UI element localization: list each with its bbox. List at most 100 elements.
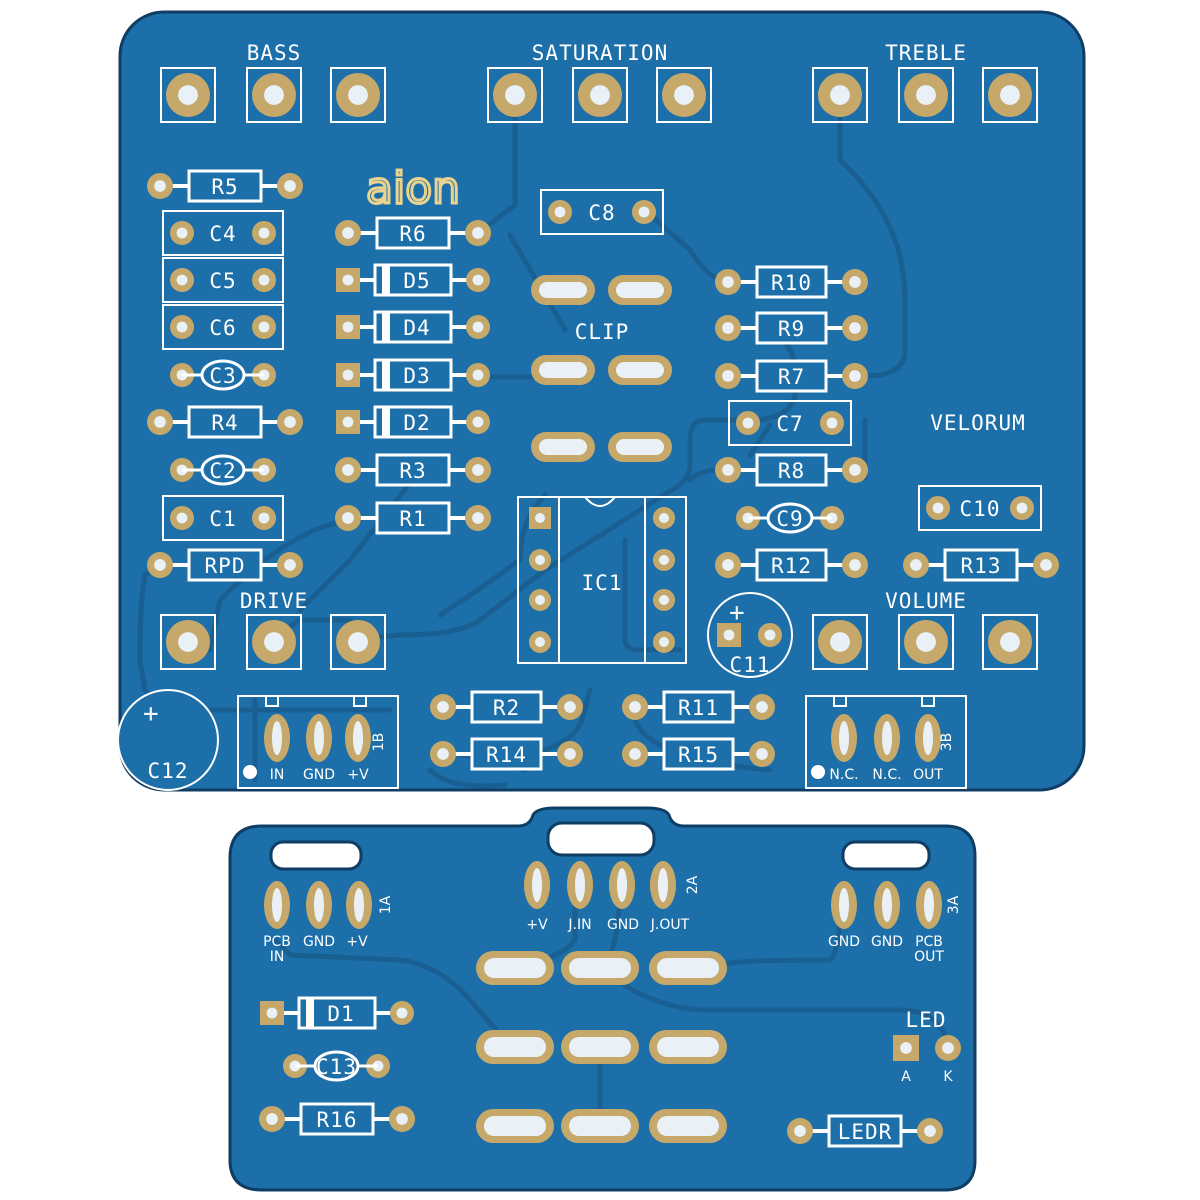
resistor-r16-label: R16 (317, 1108, 358, 1132)
capacitor-c10-pad-b-hole (1016, 502, 1028, 514)
header-1b: 1B IN GND +V (237, 695, 399, 789)
capacitor-c5-pad-a-hole (176, 274, 188, 286)
ic1-pin-hole (659, 595, 669, 605)
bass-pot-label: BASS (247, 41, 302, 65)
switch-pad-hole (484, 1037, 546, 1057)
header-pin (874, 714, 900, 762)
header-1a-pin-v: +V (346, 934, 368, 950)
capacitor-c6-pad-a-hole (176, 321, 188, 333)
resistor-r3-label: R3 (399, 459, 426, 483)
header-3a-pin (831, 881, 857, 929)
capacitor-c6: C6 (162, 304, 284, 350)
switch-pad-hole (484, 1116, 546, 1136)
diode-d4: D4 (336, 310, 490, 344)
header-1a-pin1-line2: IN (270, 949, 285, 965)
capacitor-c6-pad-a (170, 315, 194, 339)
saturation-pot-label: SATURATION (532, 41, 668, 65)
header-3a-pin-hole (839, 888, 849, 922)
pot-pad (572, 67, 628, 123)
clip-pad (531, 432, 595, 462)
ic1-pin-hole (535, 555, 545, 565)
capacitor-c1-outline (162, 495, 284, 541)
resistor-r14-pad-a-hole (437, 748, 449, 760)
header-1a-pin (264, 881, 290, 929)
diode-d4-pad-a (336, 315, 360, 339)
diode-d3-band (382, 360, 390, 390)
diode-d3-label: D3 (403, 364, 430, 388)
resistor-r3-pad-b-hole (472, 464, 484, 476)
daughter-board: 1A PCB IN GND +V 2A +V J.IN GND J.OUT 3A… (228, 806, 977, 1192)
c11-pad-positive-hole (723, 629, 735, 641)
capacitor-c1-pad-b (252, 506, 276, 530)
header-3a-pin (874, 881, 900, 929)
capacitor-c13-body (313, 1050, 360, 1082)
ic1-pin (653, 631, 675, 653)
pot-pad-ring-hole (590, 85, 610, 105)
led-label: LED (906, 1008, 947, 1032)
diode-d1-band (306, 998, 314, 1028)
resistor-r12-pad-b-hole (849, 559, 861, 571)
diode-d4-label: D4 (403, 316, 430, 340)
resistor-r5-pad-a-hole (154, 180, 166, 192)
resistor-r16-pad-b (389, 1106, 415, 1132)
resistor-r7-pad-b (842, 363, 868, 389)
main-board-outline (118, 10, 1086, 792)
resistor-r4-pad-a-hole (154, 416, 166, 428)
capacitor-c4-outline (162, 210, 284, 256)
resistor-r9-pad-a-hole (722, 322, 734, 334)
capacitor-c8: C8 (540, 189, 664, 235)
resistor-r8-pad-b-hole (849, 464, 861, 476)
header-3a: 3A GND GND PCB OUT (828, 895, 962, 965)
resistor-r7: R7 (715, 359, 868, 393)
header-pin (264, 714, 290, 762)
header-2a-id: 2A (685, 875, 701, 894)
resistor-r7-pad-b-hole (849, 370, 861, 382)
pot-pad-ring (904, 620, 948, 664)
pot-pad-ring-hole (505, 85, 525, 105)
ic1-pin-hole (535, 637, 545, 647)
capacitor-c10-label: C10 (960, 497, 1001, 521)
main-components: R5C4C5C6C3R4C2C1RPDR6D5D4D3D2R3R1C8R10R9… (140, 169, 1059, 771)
pot-pad-ring (493, 73, 537, 117)
pot-pad-ring (988, 73, 1032, 117)
header-pin-hole (314, 721, 324, 755)
resistor-r1-pad-b-hole (472, 512, 484, 524)
resistor-r2-pad-a-hole (437, 701, 449, 713)
resistor-r12: R12 (715, 548, 868, 582)
diode-d1-pad-b-hole (396, 1007, 408, 1019)
resistor-r10: R10 (715, 265, 868, 299)
header-1a-pin1-line1: PCB (263, 934, 291, 950)
capacitor-c1-pad-a (170, 506, 194, 530)
pot-pad (330, 614, 386, 670)
capacitor-c4-pad-b-hole (258, 227, 270, 239)
header-1a-pin-hole (314, 888, 324, 922)
capacitor-c4-pad-a (170, 221, 194, 245)
pot-pad-outline (982, 614, 1038, 670)
capacitor-c4: C4 (162, 210, 284, 256)
ic1-label: IC1 (582, 571, 623, 595)
ic1-pin-hole (659, 555, 669, 565)
c11-pad-positive (717, 623, 741, 647)
capacitor-c10-pad-a (926, 496, 950, 520)
header-pin (915, 714, 941, 762)
c12-polarity: + (143, 699, 159, 729)
pot-pad-ring (336, 73, 380, 117)
header-1b-pin-in: IN (270, 767, 285, 783)
header-3a-pin3-line1: PCB (915, 934, 943, 950)
pot-pad-ring (252, 620, 296, 664)
volume-pot-label: VOLUME (885, 589, 967, 613)
diode-d2-pad-a (336, 410, 360, 434)
header-2a: 2A +V J.IN GND J.OUT (526, 875, 701, 933)
pot-pad-outline (656, 67, 712, 123)
pot-pad (982, 614, 1038, 670)
header-3b-pin-nc2: N.C. (872, 767, 901, 783)
resistor-r6-pad-b-hole (472, 227, 484, 239)
diode-d5-band (382, 265, 390, 295)
resistor-r10-pad-a (715, 269, 741, 295)
switch-pad (649, 1030, 727, 1064)
resistor-r13-pad-b (1033, 552, 1059, 578)
led-cathode-label: K (943, 1069, 953, 1085)
pot-pad-ring-hole (1000, 632, 1020, 652)
diode-d2-pad-b (466, 410, 490, 434)
resistor-r11-pad-a (622, 694, 648, 720)
